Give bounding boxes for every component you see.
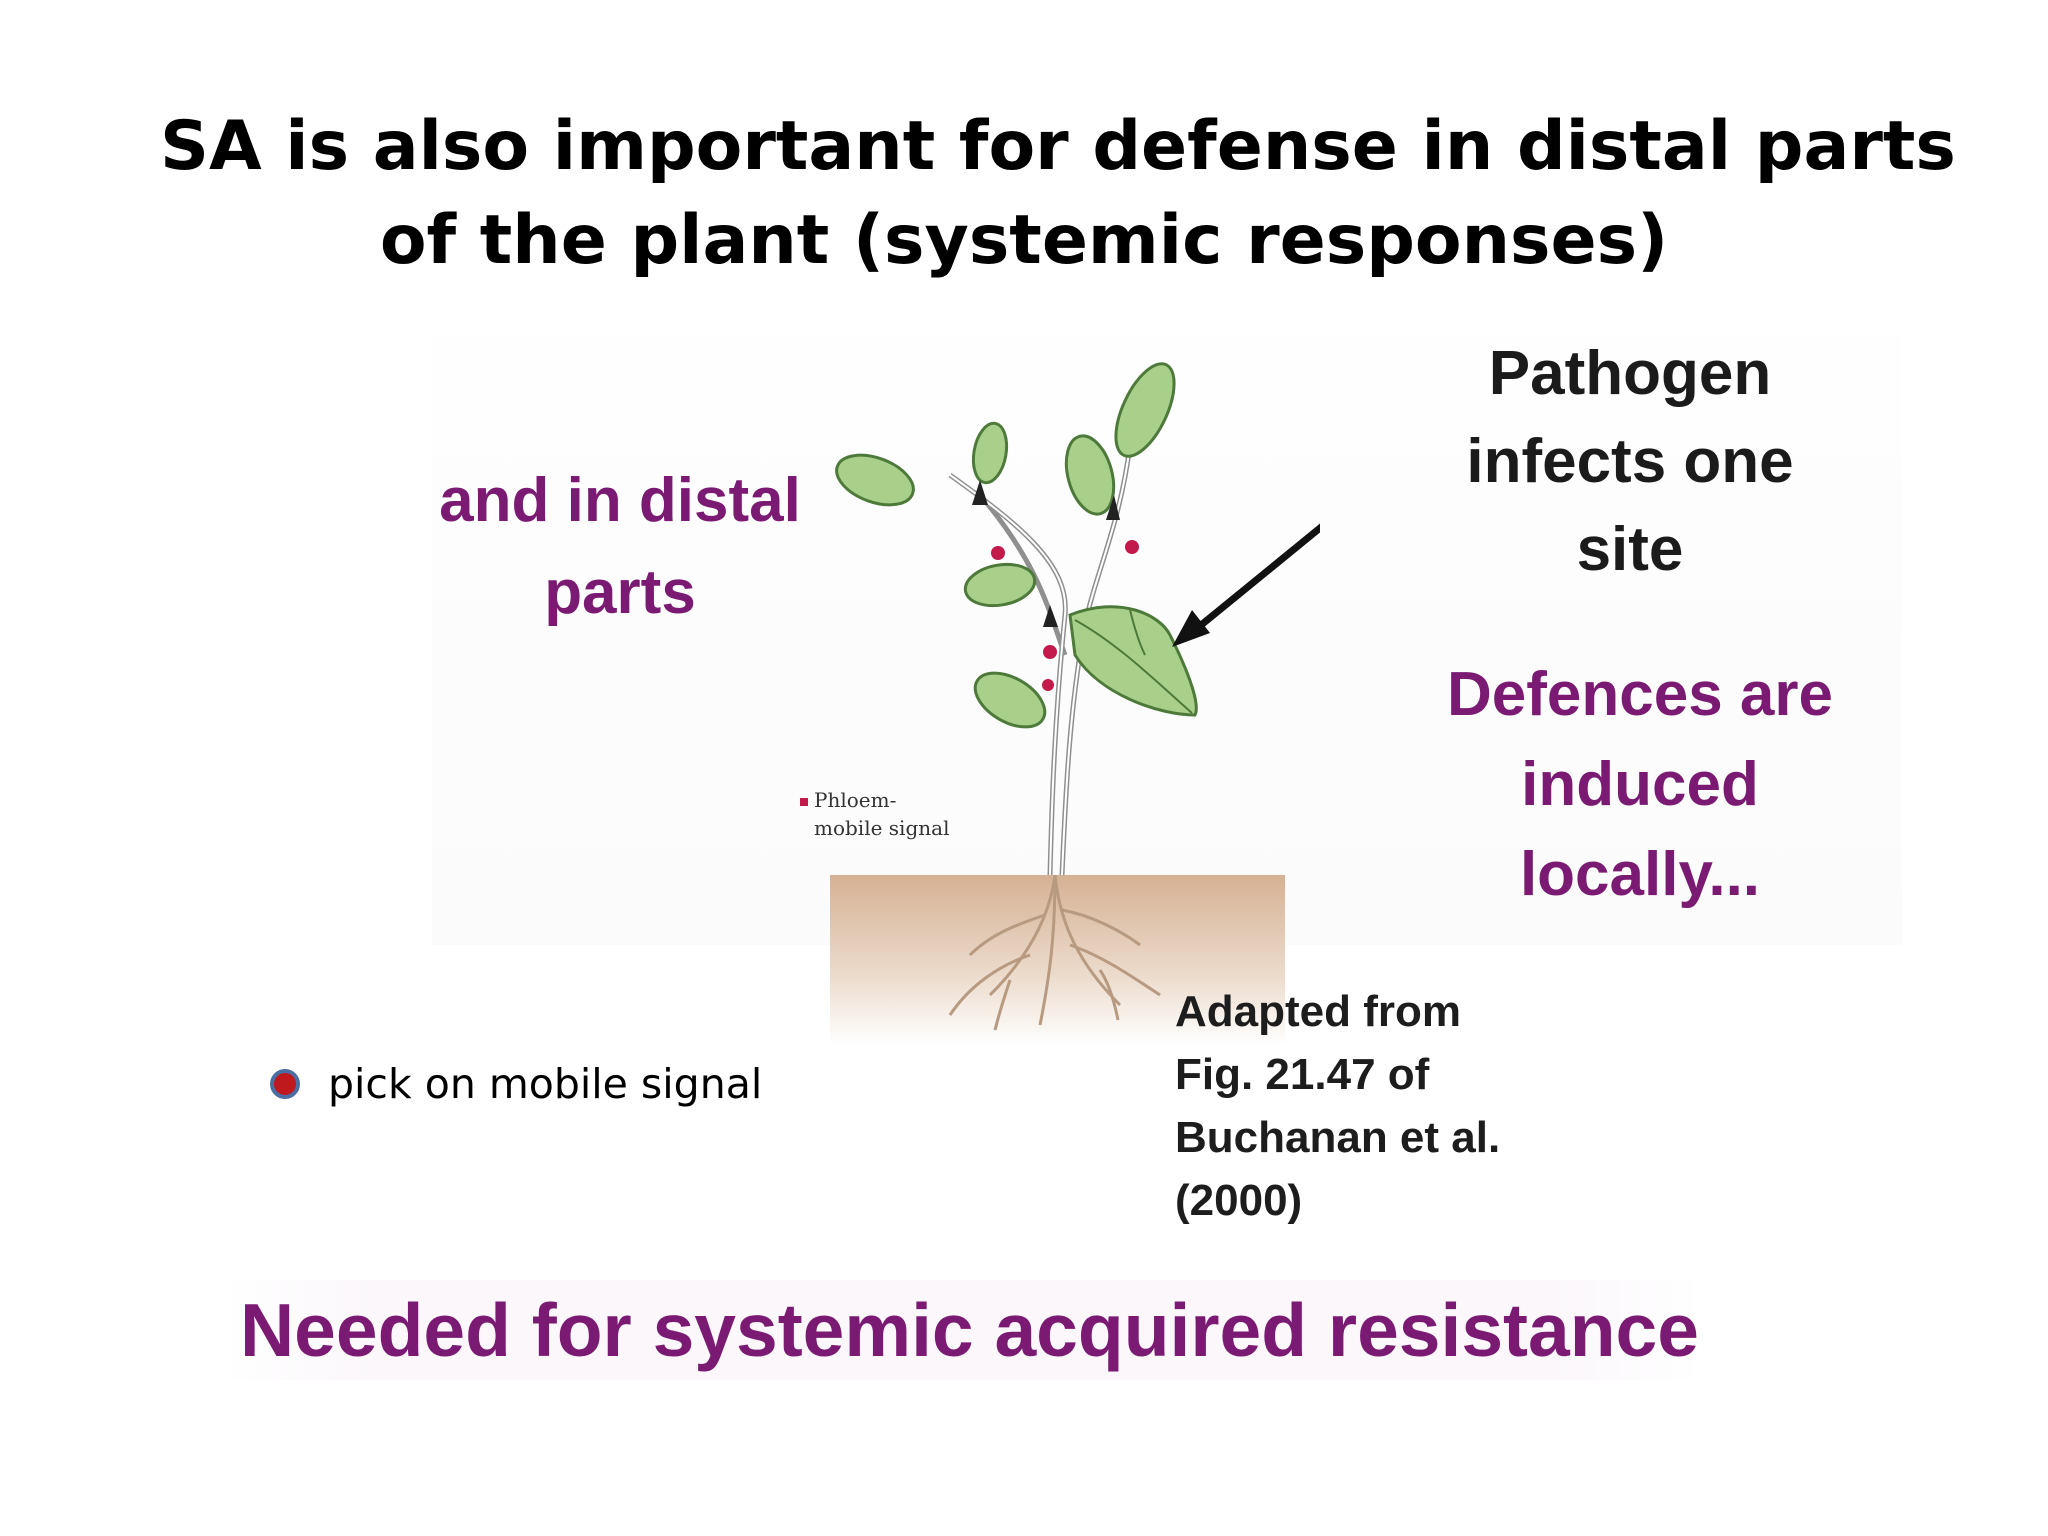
leaf-top-right xyxy=(1114,362,1176,458)
pathogen-arrow xyxy=(1172,523,1320,647)
sar-caption: Needed for systemic acquired resistance xyxy=(225,1280,1700,1380)
pathogen-line-2: infects one xyxy=(1466,427,1794,496)
leaves xyxy=(835,362,1198,729)
pathogen-label: Pathogen infects one site xyxy=(1420,330,1840,594)
signal-dot xyxy=(1043,645,1057,659)
signal-arrow xyxy=(1043,605,1058,627)
signal-dot xyxy=(1125,540,1139,554)
bullet-text: pick on mobile signal xyxy=(328,1060,763,1108)
bullet-dot-icon xyxy=(270,1069,300,1099)
legend-line-2: mobile signal xyxy=(814,816,950,840)
signal-markers xyxy=(972,480,1139,691)
distal-parts-label: and in distal parts xyxy=(420,455,820,639)
distal-line-2: parts xyxy=(544,558,696,627)
leaf-lower-left xyxy=(973,671,1047,729)
roots xyxy=(948,874,1161,1031)
soil xyxy=(830,875,1285,1045)
bullet-row: pick on mobile signal xyxy=(270,1060,762,1108)
title-line-2: of the plant (systemic responses) xyxy=(379,201,1669,280)
legend-dot-icon xyxy=(800,797,808,806)
pathogen-line-1: Pathogen xyxy=(1488,339,1772,408)
signal-dot xyxy=(1042,679,1054,691)
title-line-1: SA is also important for defense in dist… xyxy=(160,107,1956,186)
source-line-2: Fig. 21.47 of xyxy=(1175,1050,1430,1099)
leaf-mid-left xyxy=(963,562,1037,608)
legend-line-1: Phloem- xyxy=(814,788,897,812)
slide-title: SA is also important for defense in dist… xyxy=(160,100,1956,288)
source-line-4: (2000) xyxy=(1175,1176,1303,1225)
defences-line-3: locally... xyxy=(1519,840,1761,909)
leaf-middle-right xyxy=(1064,434,1116,516)
signal-arrow xyxy=(972,480,988,505)
leaf-upper-small xyxy=(971,421,1009,485)
source-citation: Adapted from Fig. 21.47 of Buchanan et a… xyxy=(1175,980,1505,1232)
signal-arrow xyxy=(1106,495,1120,520)
phloem-signal-legend: Phloem- mobile signal xyxy=(800,786,949,842)
defences-label: Defences are induced locally... xyxy=(1425,650,1855,920)
source-line-1: Adapted from xyxy=(1175,987,1461,1036)
leaf-top-left xyxy=(835,453,915,507)
defences-line-1: Defences are xyxy=(1446,660,1834,729)
defences-line-2: induced xyxy=(1521,750,1759,819)
pathogen-line-3: site xyxy=(1576,515,1684,584)
source-line-3: Buchanan et al. xyxy=(1175,1113,1501,1162)
plant-illustration xyxy=(830,362,1320,1045)
signal-dot xyxy=(991,546,1005,560)
distal-line-1: and in distal xyxy=(439,466,801,535)
